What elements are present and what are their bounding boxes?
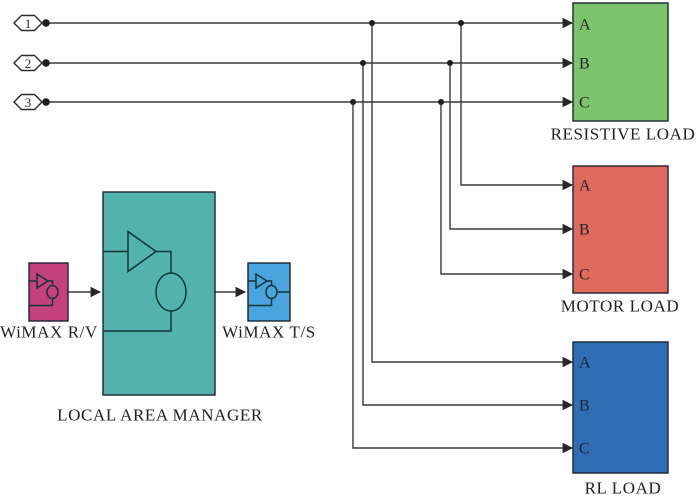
wire-phase3-rl-c[interactable]: [352, 102, 574, 454]
wimax-rv-body[interactable]: [28, 262, 69, 322]
port2-node-dot: [42, 59, 50, 67]
resistive-port-c-label: C: [579, 95, 590, 112]
input-port-number: 2: [25, 56, 32, 71]
amplifier-triangle-icon: [36, 272, 50, 290]
resistive-port-a-label: A: [579, 17, 591, 34]
rl-load-block[interactable]: A B C RL LOAD: [572, 341, 669, 498]
input-port-3[interactable]: 3: [13, 93, 43, 111]
wire-phase2-motor-b[interactable]: [449, 63, 574, 235]
wimax-ts-caption: WiMAX T/S: [222, 323, 316, 342]
wimax-ts-block[interactable]: WiMAX T/S: [222, 262, 316, 342]
resistive-load-body[interactable]: [572, 2, 669, 122]
junction-dot: [350, 99, 356, 105]
wimax-rv-caption: WiMAX R/V: [0, 323, 98, 342]
local-area-manager-block[interactable]: LOCAL AREA MANAGER: [57, 191, 263, 425]
rl-load-caption: RL LOAD: [585, 479, 662, 498]
motor-load-block[interactable]: A B C MOTOR LOAD: [561, 165, 680, 316]
wire-phase3-motor-c[interactable]: [440, 102, 574, 280]
amplifier-triangle-icon: [127, 230, 158, 273]
junction-dot: [447, 60, 453, 66]
rl-port-b-label: B: [579, 398, 590, 415]
motor-port-b-label: B: [579, 222, 590, 239]
local-area-manager-body[interactable]: [102, 191, 216, 396]
input-port-hexagon[interactable]: [13, 93, 43, 111]
rv-feedback-line: [29, 298, 54, 307]
junction-dot: [360, 60, 366, 66]
wire-phase2-rl-b[interactable]: [362, 63, 574, 411]
junction-dot: [369, 20, 375, 26]
ts-elbow-line: [267, 280, 273, 286]
rl-port-a-label: A: [579, 355, 591, 372]
manager-elbow-line: [156, 250, 172, 273]
input-port-2[interactable]: 2: [13, 54, 43, 72]
input-port-1[interactable]: 1: [13, 14, 43, 32]
input-port-number: 3: [25, 95, 32, 110]
input-port-hexagon[interactable]: [13, 14, 43, 32]
ts-feedback-line: [248, 298, 273, 307]
junction-dot: [458, 20, 464, 26]
local-area-manager-caption: LOCAL AREA MANAGER: [57, 406, 263, 425]
port3-node-dot: [42, 98, 50, 106]
motor-load-body[interactable]: [572, 165, 669, 294]
wire-phase1-rl-a[interactable]: [371, 23, 574, 368]
wimax-rv-block[interactable]: WiMAX R/V: [0, 262, 98, 342]
motor-port-a-label: A: [579, 178, 591, 195]
resistive-load-caption: RESISTIVE LOAD: [551, 125, 696, 144]
motor-load-caption: MOTOR LOAD: [561, 297, 680, 316]
motor-port-c-label: C: [579, 267, 590, 284]
rl-load-body[interactable]: [572, 341, 669, 474]
rv-elbow-line: [48, 280, 54, 286]
junction-dot: [438, 99, 444, 105]
resistive-load-block[interactable]: A B C RESISTIVE LOAD: [551, 2, 696, 144]
manager-feedback-line: [103, 311, 172, 332]
resistive-port-b-label: B: [579, 56, 590, 73]
wire-phase1-motor-a[interactable]: [460, 23, 574, 191]
junction-dots: [42, 19, 464, 106]
amplifier-triangle-icon: [255, 272, 269, 290]
rl-port-c-label: C: [579, 441, 590, 458]
port1-node-dot: [42, 19, 50, 27]
wires: [46, 17, 574, 454]
input-port-hexagon[interactable]: [13, 54, 43, 72]
input-port-number: 1: [25, 16, 32, 31]
